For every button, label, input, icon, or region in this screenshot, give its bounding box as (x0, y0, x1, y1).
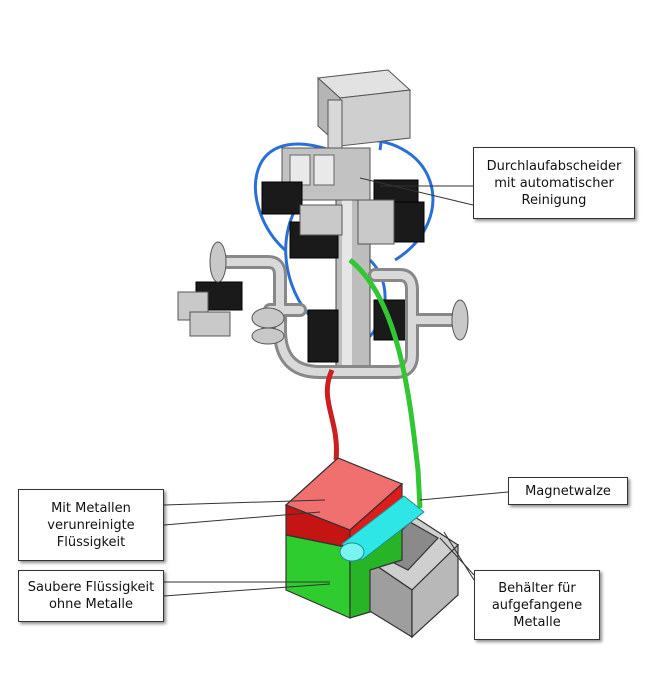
label-clean-liquid: Saubere Flüssigkeit ohne Metalle (18, 570, 164, 622)
label-magnetic-roller: Magnetwalze (508, 477, 628, 505)
label-metal-container: Behälter für aufgefangene Metalle (474, 570, 600, 640)
green-hose (348, 258, 423, 509)
actuator-housings (177, 199, 395, 337)
magnetic-roller (339, 495, 425, 562)
label-separator: Durchlaufabscheider mit automatischer Re… (473, 147, 635, 219)
metal-container (367, 514, 459, 639)
pipe-flanges (209, 241, 469, 345)
label-dirty-liquid: Mit Metallen verunreinigte Flüssigkeit (18, 489, 164, 561)
red-hose (324, 368, 339, 461)
callout-lines (163, 177, 509, 597)
